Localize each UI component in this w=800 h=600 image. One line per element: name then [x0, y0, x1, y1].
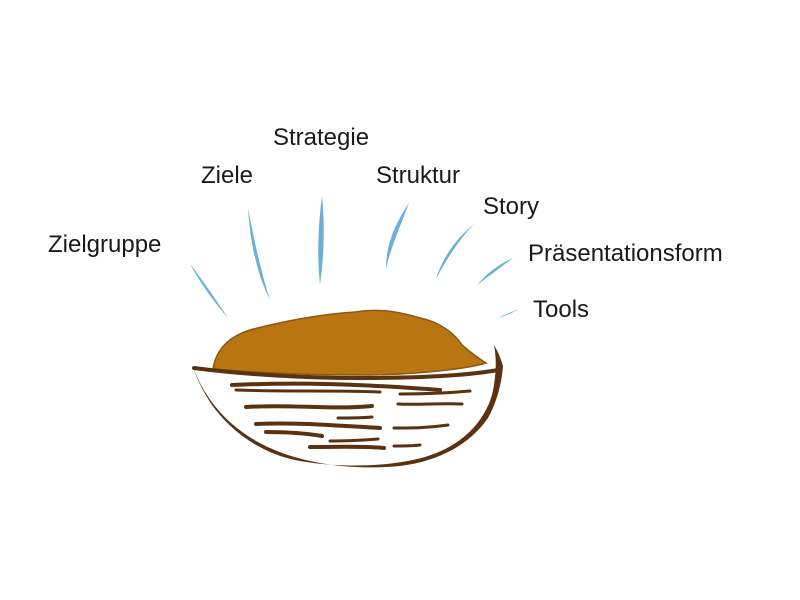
ray-zielgruppe — [190, 264, 228, 318]
nut-kernel — [212, 309, 488, 376]
ray-strategie — [318, 196, 324, 285]
label-tools: Tools — [533, 296, 590, 323]
label-strategie: Strategie — [273, 124, 370, 151]
ray-struktur — [386, 203, 409, 268]
label-story: Story — [483, 193, 540, 220]
shell-grain — [230, 381, 472, 450]
ray-praesentationsform — [477, 258, 513, 285]
nut-shell-rim — [192, 366, 500, 381]
label-struktur: Struktur — [376, 162, 461, 189]
ray-ziele — [248, 208, 270, 300]
ray-story — [436, 224, 474, 279]
rays — [190, 196, 519, 318]
label-ziele: Ziele — [201, 162, 254, 189]
label-zielgruppe: Zielgruppe — [48, 231, 162, 258]
label-praesentationsform: Präsentationsform — [528, 240, 723, 267]
ray-tools — [498, 309, 519, 318]
